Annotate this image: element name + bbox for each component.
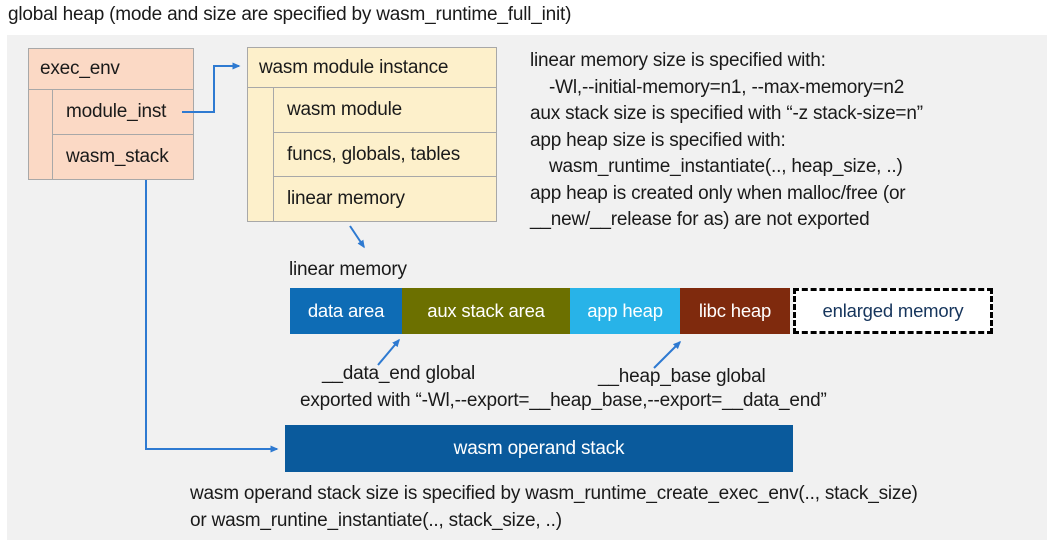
module-instance-header: wasm module instance <box>248 48 496 88</box>
data-end-global-label: __data_end global <box>322 363 475 384</box>
heap-base-global-label: __heap_base global <box>598 366 766 387</box>
segment-app-heap: app heap <box>570 288 680 334</box>
exec-env-body: module_inst wasm_stack <box>29 90 193 179</box>
note-app-heap-size: app heap size is specified with: <box>530 129 786 151</box>
export-note-label: exported with “-Wl,--export=__heap_base,… <box>300 390 827 411</box>
module-instance-row-linear-memory: linear memory <box>274 176 496 221</box>
segment-aux-stack-area: aux stack area <box>402 288 570 334</box>
module-instance-row-wasm-module: wasm module <box>287 98 403 120</box>
footnote-line-2: or wasm_runtine_instantiate(.., stack_si… <box>190 510 562 531</box>
linear-memory-label: linear memory <box>289 259 407 280</box>
linear-memory-bar: data area aux stack area app heap libc h… <box>290 288 993 334</box>
note-linear-memory-size: linear memory size is specified with: <box>530 50 826 71</box>
module-instance-indent <box>248 88 273 221</box>
exec-env-header: exec_env <box>29 49 193 90</box>
wasm-operand-stack-bar: wasm operand stack <box>285 425 793 472</box>
note-app-heap-created-2: __new/__release for as) are not exported <box>530 209 870 230</box>
module-instance-box: wasm module instance wasm module funcs, … <box>247 47 497 222</box>
footnote-line-1: wasm operand stack size is specified by … <box>190 483 918 504</box>
exec-env-indent <box>29 90 52 179</box>
segment-enlarged-memory: enlarged memory <box>793 288 993 334</box>
module-instance-row-funcs-globals-tables: funcs, globals, tables <box>274 131 496 177</box>
memory-size-notes: linear memory size is specified with: -W… <box>530 48 923 234</box>
exec-env-row-module-inst: module_inst <box>66 101 167 122</box>
exec-env-rows: module_inst wasm_stack <box>52 90 193 179</box>
module-instance-body: wasm module funcs, globals, tables linea… <box>248 88 496 221</box>
exec-env-row-wasm-stack: wasm_stack <box>53 134 193 179</box>
operand-stack-footnote: wasm operand stack size is specified by … <box>190 480 918 534</box>
exec-env-box: exec_env module_inst wasm_stack <box>28 48 194 180</box>
note-wl-initial-memory: -Wl,--initial-memory=n1, --max-memory=n2 <box>549 76 905 98</box>
segment-data-area: data area <box>290 288 402 334</box>
note-aux-stack-size: aux stack size is specified with “-z sta… <box>530 103 923 124</box>
diagram-title: global heap (mode and size are specified… <box>8 4 572 25</box>
note-runtime-instantiate: wasm_runtime_instantiate(.., heap_size, … <box>549 156 903 177</box>
note-app-heap-created-1: app heap is created only when malloc/fre… <box>530 182 906 204</box>
module-instance-rows: wasm module funcs, globals, tables linea… <box>273 88 496 221</box>
segment-libc-heap: libc heap <box>680 288 790 334</box>
